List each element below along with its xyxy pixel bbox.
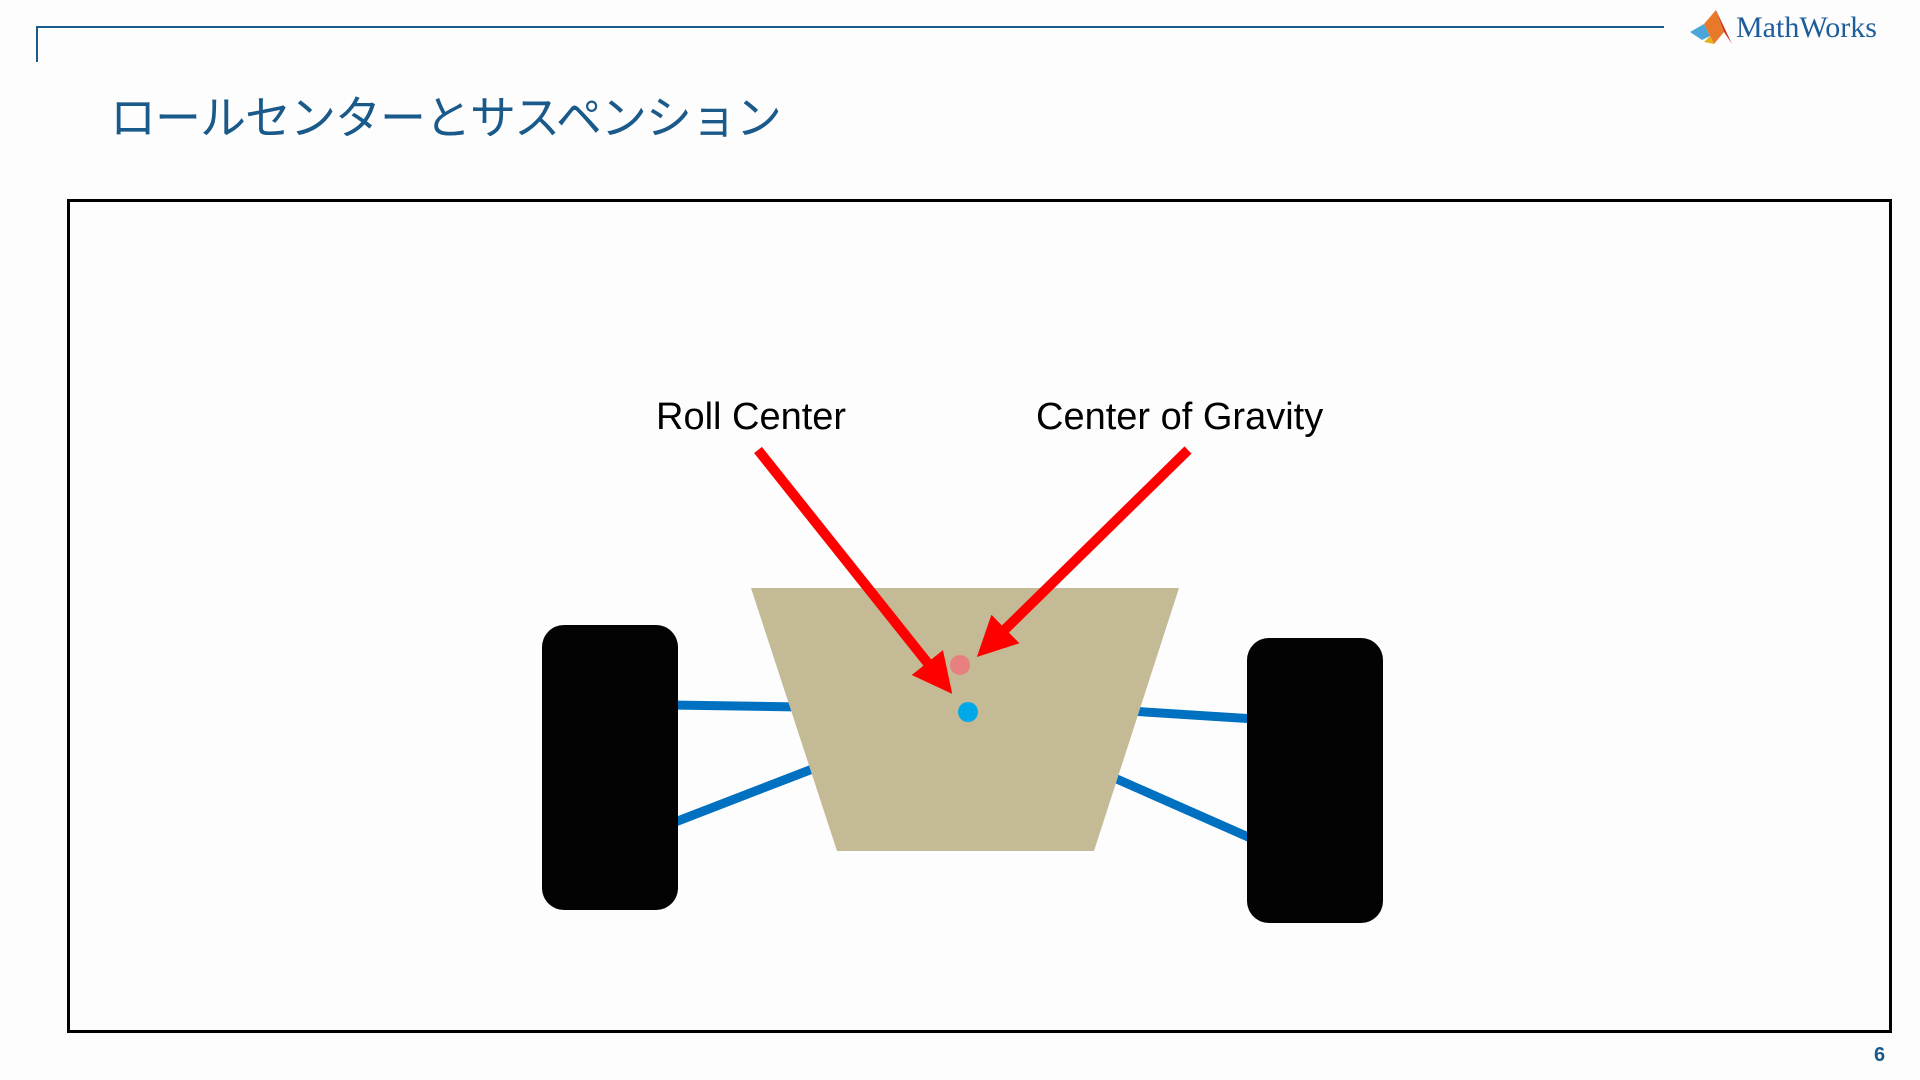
header-rule <box>36 26 1664 28</box>
roll-center-label: Roll Center <box>656 396 847 438</box>
slide-title: ロールセンターとサスペンション <box>110 91 782 145</box>
roll-center-dot <box>958 702 978 722</box>
right-wheel <box>1247 638 1383 923</box>
membrane-logo-icon <box>1690 10 1732 44</box>
brand-name: MathWorks <box>1736 11 1877 44</box>
right-upper-arm <box>1129 706 1256 724</box>
mathworks-logo: MathWorks <box>1690 10 1877 46</box>
center-of-gravity-arrow <box>976 446 1192 658</box>
left-lower-arm <box>668 763 817 829</box>
center-of-gravity-dot <box>950 655 970 675</box>
left-upper-arm <box>669 700 801 712</box>
roll-center-arrow <box>754 446 953 694</box>
right-lower-arm <box>1108 771 1257 845</box>
page-number: 6 <box>1874 1044 1886 1066</box>
header-rule-corner <box>36 26 38 62</box>
left-wheel <box>542 625 678 910</box>
center-of-gravity-label: Center of Gravity <box>1036 396 1324 438</box>
diagram-frame <box>67 199 1892 1033</box>
